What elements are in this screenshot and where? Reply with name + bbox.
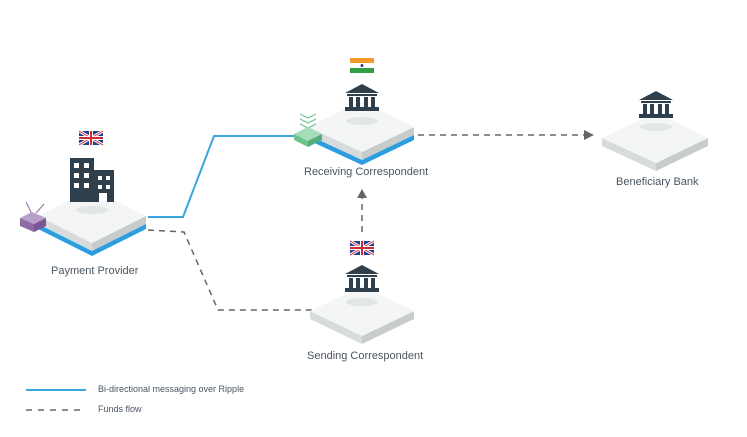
sending-correspondent-label: Sending Correspondent bbox=[307, 350, 424, 362]
ripple-band bbox=[308, 135, 414, 165]
messaging-line bbox=[148, 135, 296, 218]
sending-correspondent-node bbox=[310, 239, 414, 344]
funds-flow-line-provider-to-sending bbox=[147, 229, 312, 311]
receiving-correspondent-label: Receiving Correspondent bbox=[304, 166, 429, 178]
receiving-correspondent-node bbox=[294, 58, 414, 165]
platform-top bbox=[310, 286, 414, 336]
payment-provider-node bbox=[20, 129, 146, 256]
platform-side-right bbox=[362, 127, 414, 160]
connector-module-icon bbox=[294, 113, 322, 147]
platform-top bbox=[602, 112, 708, 163]
platform-top bbox=[38, 189, 146, 243]
beneficiary-bank-node bbox=[602, 91, 708, 171]
uk-flag-icon bbox=[349, 239, 375, 257]
arrow-right-icon bbox=[584, 130, 594, 140]
platform-side-right bbox=[656, 138, 708, 171]
platform-side-left bbox=[38, 216, 92, 251]
legend-funds-label: Funds flow bbox=[98, 404, 142, 414]
connector-module-icon bbox=[20, 201, 46, 232]
platform-shadow bbox=[346, 298, 378, 306]
india-flag-icon bbox=[350, 58, 374, 73]
legend-messaging-label: Bi-directional messaging over Ripple bbox=[98, 384, 245, 394]
uk-flag-icon bbox=[78, 129, 104, 147]
payment-provider-label: Payment Provider bbox=[51, 265, 139, 277]
bank-icon bbox=[345, 265, 379, 292]
platform-side-left bbox=[310, 311, 362, 344]
platform-side-right bbox=[362, 311, 414, 344]
bank-icon bbox=[345, 84, 379, 111]
platform-shadow bbox=[76, 206, 108, 214]
arrow-up-icon bbox=[357, 189, 367, 198]
bank-icon bbox=[639, 91, 673, 118]
platform-shadow bbox=[346, 117, 378, 125]
office-building-icon bbox=[70, 158, 114, 202]
beneficiary-bank-label: Beneficiary Bank bbox=[616, 176, 699, 188]
platform-shadow bbox=[640, 123, 672, 131]
platform-side-right bbox=[92, 216, 146, 251]
platform-side-left bbox=[602, 138, 656, 171]
platform-top bbox=[308, 101, 414, 152]
